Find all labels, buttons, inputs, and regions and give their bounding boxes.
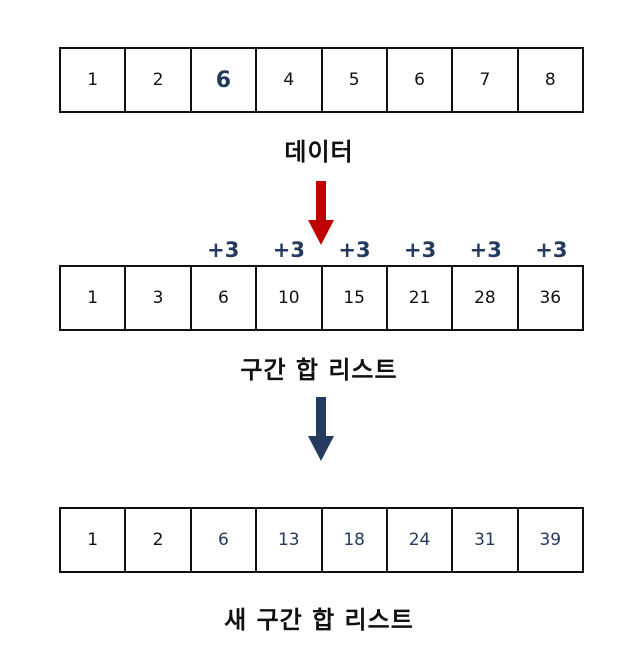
array-cell: 6 bbox=[192, 267, 258, 329]
array-cell: 36 bbox=[519, 267, 584, 329]
array-cell: 1 bbox=[61, 509, 127, 571]
array-cell: 15 bbox=[323, 267, 388, 329]
array-cell: 28 bbox=[453, 267, 519, 329]
array-cell: 1 bbox=[61, 49, 127, 111]
array-cell: 2 bbox=[126, 509, 192, 571]
increment-label: +3 bbox=[404, 238, 437, 262]
increment-label: +3 bbox=[535, 238, 568, 262]
array-cell: 5 bbox=[323, 49, 388, 111]
increment-label: +3 bbox=[338, 238, 371, 262]
array-cell: 7 bbox=[453, 49, 519, 111]
array-cell: 18 bbox=[323, 509, 388, 571]
array-cell: 6 bbox=[192, 509, 258, 571]
array-cell: 6 bbox=[192, 49, 258, 111]
data-caption: 데이터 bbox=[284, 138, 354, 166]
array-cell: 21 bbox=[388, 267, 454, 329]
array-cell: 13 bbox=[257, 509, 323, 571]
increment-label: +3 bbox=[469, 238, 502, 262]
array-cell: 8 bbox=[519, 49, 584, 111]
array-cell: 6 bbox=[388, 49, 454, 111]
array-cell: 3 bbox=[126, 267, 192, 329]
red-down-arrow-icon bbox=[308, 181, 334, 245]
array-cell: 10 bbox=[257, 267, 323, 329]
increment-label: +3 bbox=[207, 238, 240, 262]
navy-down-arrow-icon bbox=[308, 397, 334, 461]
new-prefix-sum-caption: 새 구간 합 리스트 bbox=[224, 606, 414, 634]
array-cell: 31 bbox=[453, 509, 519, 571]
array-cell: 24 bbox=[388, 509, 454, 571]
increment-label: +3 bbox=[272, 238, 305, 262]
array-cell: 1 bbox=[61, 267, 127, 329]
array-cell: 4 bbox=[257, 49, 323, 111]
array-cell: 39 bbox=[519, 509, 584, 571]
array-cell: 2 bbox=[126, 49, 192, 111]
prefix-sum-caption: 구간 합 리스트 bbox=[240, 356, 398, 384]
